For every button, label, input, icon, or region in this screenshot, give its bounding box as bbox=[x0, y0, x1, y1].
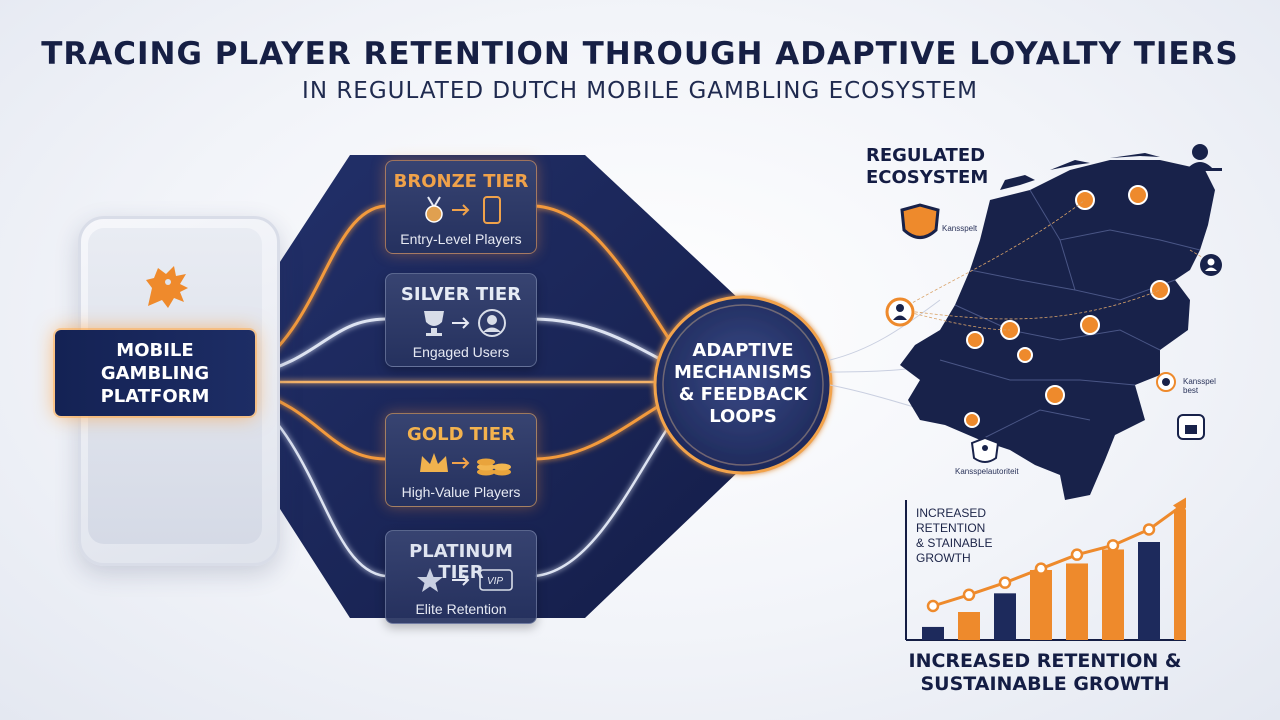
regulated-ecosystem-label: REGULATED ECOSYSTEM bbox=[866, 145, 996, 189]
map-landmass bbox=[900, 160, 1215, 500]
chart-trend-point bbox=[926, 599, 940, 613]
person-shield-icon bbox=[970, 436, 1000, 463]
growth-inline-line-3: & STAINABLE bbox=[916, 536, 993, 550]
hub-background bbox=[255, 155, 740, 618]
lock-badge-icon bbox=[1177, 414, 1205, 440]
user-badge-icon bbox=[1200, 254, 1222, 276]
shield-icon bbox=[900, 203, 940, 239]
adaptive-line-2: MECHANISMS bbox=[673, 362, 812, 383]
growth-caption: INCREASED RETENTION & SUSTAINABLE GROWTH bbox=[900, 650, 1190, 696]
chart-bar bbox=[1102, 549, 1124, 640]
tier-card-gold: GOLD TIER High-Value Players bbox=[385, 413, 537, 507]
vip-card-icon: VIP bbox=[479, 569, 513, 591]
page-subtitle: IN REGULATED DUTCH MOBILE GAMBLING ECOSY… bbox=[302, 78, 978, 104]
crown-icon bbox=[420, 453, 448, 472]
mobile-gambling-platform-label: MOBILE GAMBLING PLATFORM bbox=[55, 330, 255, 416]
platform-line-2: GAMBLING bbox=[100, 362, 210, 384]
map-annotation-2: Kansspel best bbox=[1183, 377, 1216, 395]
adaptive-line-3: & FEEDBACK bbox=[678, 384, 808, 405]
page-title: TRACING PLAYER RETENTION THROUGH ADAPTIV… bbox=[41, 36, 1239, 72]
tier-description: High-Value Players bbox=[401, 484, 521, 500]
arrow-icon bbox=[452, 574, 470, 586]
map-markers bbox=[964, 185, 1170, 428]
arrow-icon bbox=[452, 204, 470, 216]
chart-trend-line bbox=[932, 502, 1186, 608]
tier-name: PLATINUM TIER bbox=[409, 541, 513, 583]
chart-bar bbox=[994, 593, 1016, 640]
growth-inline-line-1: INCREASED bbox=[916, 506, 987, 520]
star-icon bbox=[417, 568, 443, 592]
tier-card-bronze: BRONZE TIER Entry-Level Players bbox=[385, 160, 537, 254]
tier-description: Elite Retention bbox=[415, 601, 507, 617]
growth-chart bbox=[905, 497, 1186, 641]
chart-trend-point bbox=[1106, 539, 1120, 552]
tier-description: Entry-Level Players bbox=[400, 231, 522, 247]
chart-trend-point bbox=[1070, 548, 1084, 561]
chart-trend-point bbox=[1142, 523, 1156, 536]
map-annotation-3: Kansspelautoriteit bbox=[955, 467, 1019, 476]
medal-icon bbox=[425, 196, 443, 223]
chart-trend-point bbox=[962, 588, 976, 602]
growth-inline-line-4: GROWTH bbox=[916, 551, 971, 565]
chart-trend-point bbox=[1034, 562, 1048, 575]
chart-bar bbox=[958, 612, 980, 640]
chart-bar bbox=[1174, 509, 1186, 640]
tier-card-platinum: PLATINUM TIER VIP Elite Retention bbox=[385, 530, 537, 624]
growth-inline-line-2: RETENTION bbox=[916, 521, 986, 535]
netherlands-map bbox=[885, 144, 1222, 500]
person-badge-icon bbox=[885, 297, 915, 327]
tier-description: Engaged Users bbox=[412, 344, 510, 360]
user-icon bbox=[478, 309, 506, 337]
chart-bar bbox=[1138, 542, 1160, 640]
tier-card-silver: SILVER TIER Engaged Users bbox=[385, 273, 537, 367]
top-user-icon bbox=[1182, 144, 1222, 171]
coin-badge-icon bbox=[1156, 372, 1176, 392]
platform-line-3: PLATFORM bbox=[100, 385, 210, 407]
chart-trend-point bbox=[998, 576, 1012, 589]
lion-icon bbox=[146, 266, 188, 308]
platform-line-1: MOBILE bbox=[116, 339, 194, 361]
map-dotted-links bbox=[899, 199, 1216, 331]
map-province-borders bbox=[939, 189, 1201, 441]
chart-bar bbox=[922, 626, 944, 640]
growth-inline-label: INCREASED RETENTION & STAINABLE GROWTH bbox=[916, 506, 1006, 566]
growth-caption-line-2: SUSTAINABLE GROWTH bbox=[920, 673, 1170, 695]
regulated-line-1: REGULATED bbox=[866, 145, 986, 166]
tier-name: BRONZE TIER bbox=[393, 171, 529, 192]
tier-name: GOLD TIER bbox=[407, 424, 515, 445]
coins-icon bbox=[477, 458, 511, 476]
chart-trend-arrowhead bbox=[1173, 497, 1186, 514]
vip-text: VIP bbox=[487, 576, 503, 587]
adaptive-mechanisms-label: ADAPTIVE MECHANISMS & FEEDBACK LOOPS bbox=[655, 340, 831, 428]
trophy-icon bbox=[424, 311, 444, 336]
adaptive-line-1: ADAPTIVE bbox=[692, 340, 794, 361]
arrow-icon bbox=[452, 457, 470, 469]
adaptive-line-4: LOOPS bbox=[709, 406, 777, 427]
arrow-icon bbox=[452, 317, 470, 329]
tier-name: SILVER TIER bbox=[400, 284, 522, 305]
regulated-line-2: ECOSYSTEM bbox=[866, 167, 989, 188]
map-annotation-1: Kansspelt bbox=[942, 224, 978, 233]
growth-caption-line-1: INCREASED RETENTION & bbox=[908, 650, 1182, 672]
chart-bar bbox=[1030, 570, 1052, 640]
smartphone-icon bbox=[483, 196, 501, 224]
chart-bar bbox=[1066, 563, 1088, 640]
